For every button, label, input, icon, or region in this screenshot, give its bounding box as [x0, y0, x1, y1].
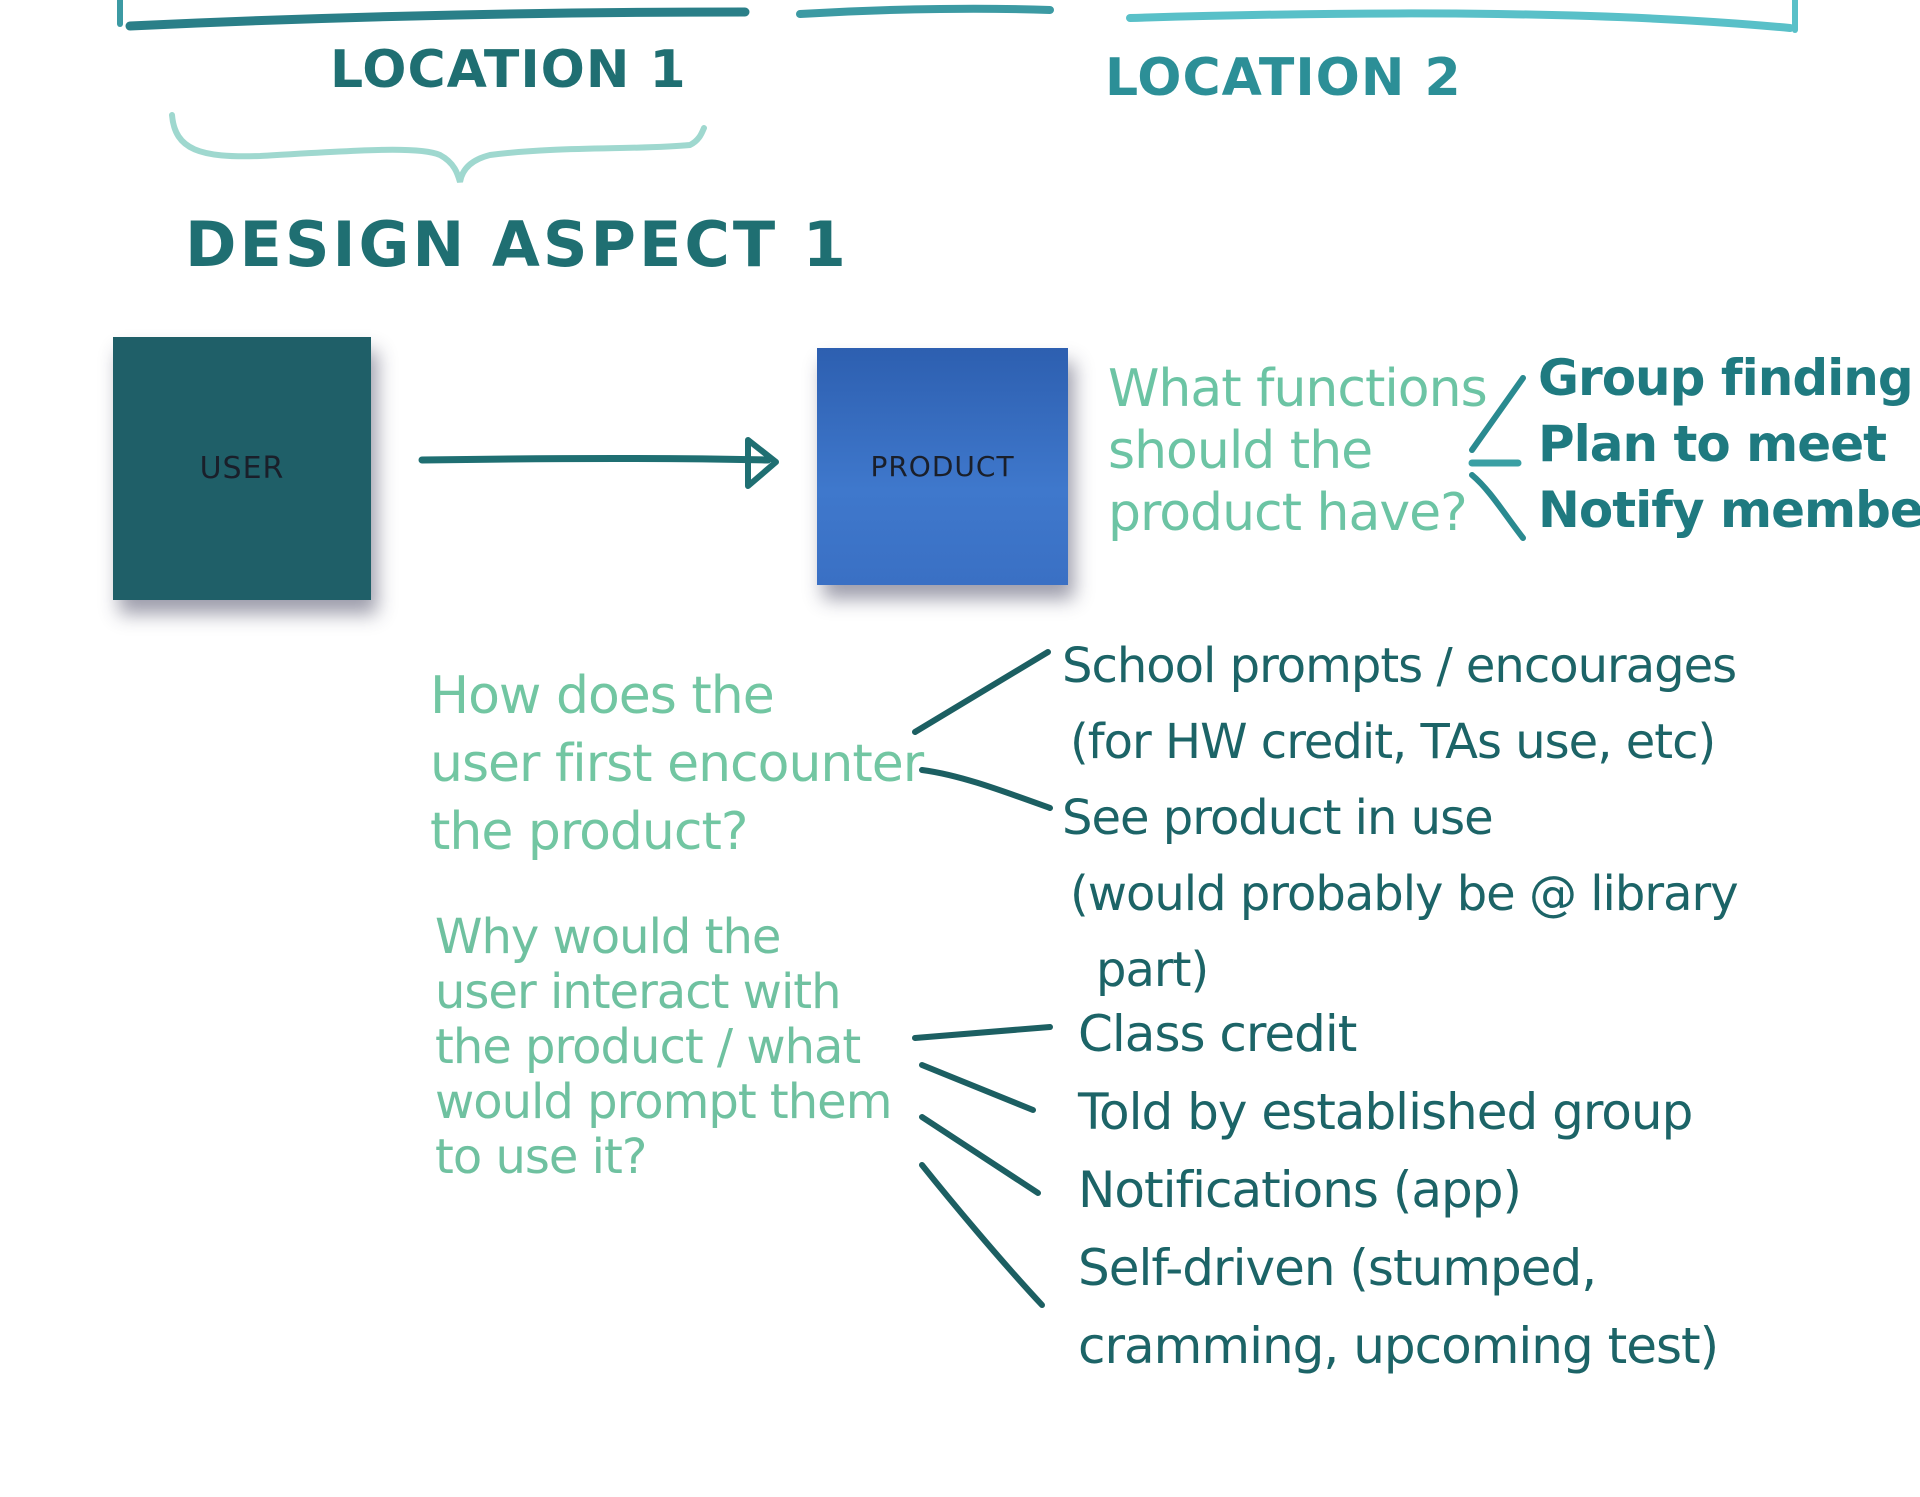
answer-notify-members: Notify members	[1538, 481, 1920, 539]
interact-answers: Class credit Told by established group N…	[1078, 995, 1719, 1385]
answer-see-product-detail: (would probably be @ library	[1070, 866, 1739, 922]
branch-self-driven	[919, 1162, 1045, 1308]
product-sticky-note[interactable]: PRODUCT	[817, 348, 1068, 585]
question-interact: Why would the user interact with the pro…	[435, 909, 892, 1185]
question-functions: What functions should the product have?	[1108, 358, 1488, 544]
question-encounter: How does the user first encounter the pr…	[430, 662, 924, 866]
top-bracket-line-mid	[796, 4, 1054, 18]
answer-self-driven-detail: cramming, upcoming test)	[1078, 1317, 1719, 1375]
question-line: to use it?	[435, 1129, 647, 1185]
answer-school-prompts: School prompts / encourages	[1062, 638, 1737, 694]
answer-see-product-detail: part)	[1096, 942, 1209, 998]
user-label: USER	[199, 451, 285, 486]
encounter-answers: School prompts / encourages (for HW cred…	[1062, 628, 1739, 1008]
question-line: How does the	[430, 666, 775, 726]
answer-told-by-group: Told by established group	[1078, 1083, 1693, 1141]
branch-class-credit	[912, 1024, 1053, 1041]
answer-self-driven: Self-driven (stumped,	[1078, 1239, 1597, 1297]
question-line: product have?	[1108, 483, 1468, 543]
user-to-product-arrow	[418, 455, 772, 464]
location-2-label: LOCATION 2	[1105, 48, 1462, 108]
product-label: PRODUCT	[870, 450, 1015, 483]
branch-see-product	[919, 767, 1053, 811]
user-sticky-note[interactable]: USER	[113, 337, 371, 600]
answer-group-finding: Group finding	[1538, 349, 1914, 407]
design-aspect-title: DESIGN ASPECT 1	[185, 208, 849, 281]
question-line: user first encounter	[430, 734, 924, 794]
question-line: What functions	[1108, 359, 1488, 419]
answer-plan-to-meet: Plan to meet	[1538, 415, 1887, 473]
answer-see-product: See product in use	[1062, 790, 1494, 846]
question-line: would prompt them	[435, 1074, 892, 1130]
arrow-head	[745, 437, 779, 489]
question-line: user interact with	[435, 964, 842, 1020]
question-line: the product?	[430, 802, 748, 862]
top-bracket-line-left	[125, 7, 750, 31]
question-line: the product / what	[435, 1019, 861, 1075]
top-bracket-line-right	[1126, 9, 1794, 32]
answer-notifications: Notifications (app)	[1078, 1161, 1522, 1219]
question-line: should the	[1108, 421, 1373, 481]
functions-answers: Group finding Plan to meet Notify member…	[1538, 345, 1920, 543]
branch-school-prompts	[912, 649, 1051, 735]
question-line: Why would the	[435, 909, 781, 965]
answer-school-prompts-detail: (for HW credit, TAs use, etc)	[1070, 714, 1716, 770]
curly-brace	[169, 112, 707, 183]
branch-told-by-group	[919, 1062, 1036, 1113]
answer-class-credit: Class credit	[1078, 1005, 1357, 1063]
branch-notifications	[919, 1114, 1041, 1196]
location-1-label: LOCATION 1	[330, 40, 687, 100]
